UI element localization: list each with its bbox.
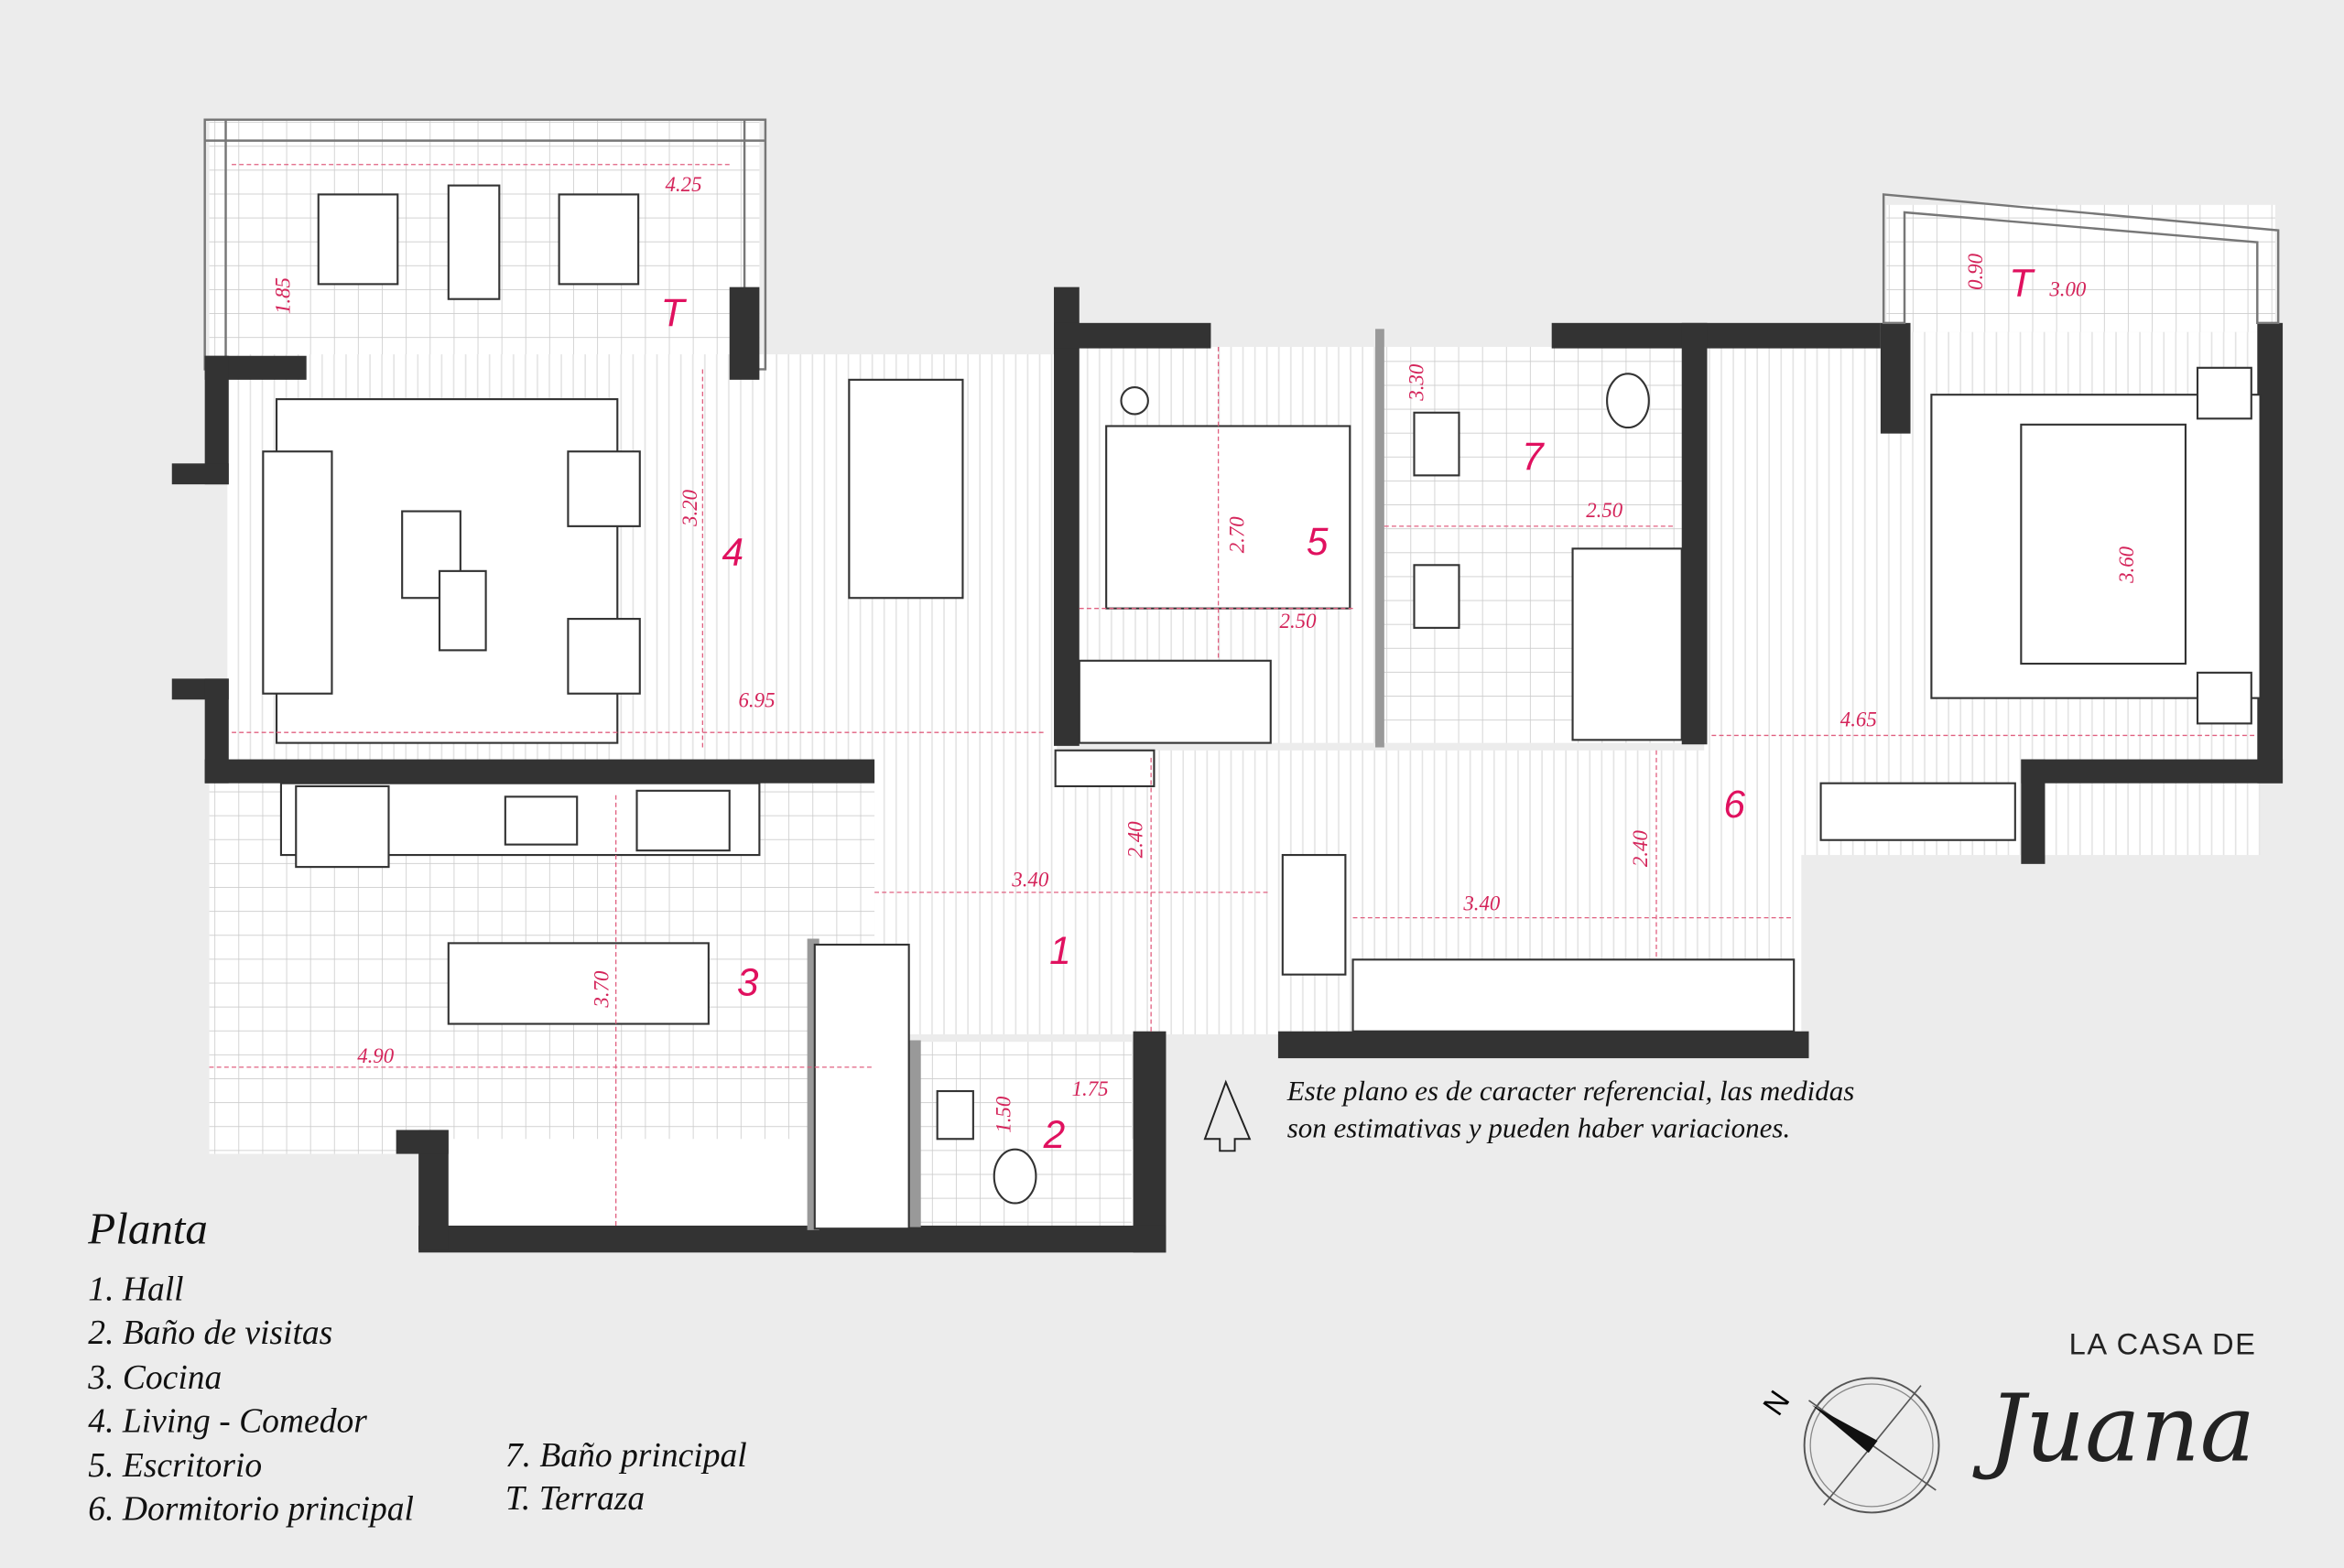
legend-item: 4. Living - Comedor (88, 1402, 367, 1440)
room-label-3: 3 (737, 961, 759, 1004)
north-arrow-icon (1203, 1079, 1252, 1152)
room-label-4: 4 (722, 530, 744, 573)
dim-label: 3.60 (2115, 546, 2138, 584)
dim-label: 3.40 (1462, 892, 1501, 914)
dim-label: 0.90 (1964, 253, 1987, 290)
disclaimer-line-2: son estimativas y pueden haber variacion… (1287, 1112, 1791, 1144)
dim-label: 2.70 (1225, 516, 1248, 554)
brand-line-1: LA CASA DE (2069, 1326, 2257, 1360)
legend-item: 2. Baño de visitas (88, 1314, 332, 1352)
dim-label: 6.95 (739, 688, 776, 711)
dim-label: 3.40 (1011, 868, 1049, 891)
dim-label: 2.40 (1123, 821, 1146, 859)
legend-title: Planta (87, 1204, 208, 1254)
dim-label: 1.50 (993, 1096, 1015, 1133)
legend-item: 7. Baño principal (505, 1437, 747, 1475)
brand-logo: LA CASA DE Juana (1972, 1326, 2257, 1482)
room-label-7: 7 (1522, 435, 1545, 478)
terrace-right (1886, 204, 2275, 332)
dim-label: 1.75 (1072, 1077, 1109, 1100)
room-label-6: 6 (1723, 783, 1745, 826)
room-label-2: 2 (1043, 1113, 1066, 1156)
dim-label: 2.50 (1280, 610, 1318, 633)
room-labels: T T 4 5 7 6 1 3 2 (661, 261, 2036, 1156)
legend-item: 3. Cocina (87, 1359, 222, 1397)
dim-label: 3.00 (2048, 277, 2087, 300)
compass-icon: N (1756, 1377, 1940, 1514)
dim-label: 2.40 (1629, 830, 1652, 868)
dim-label: 3.30 (1405, 363, 1427, 402)
legend-item: 1. Hall (88, 1271, 183, 1309)
dim-label: 1.85 (272, 277, 295, 314)
legend-item: T. Terraza (505, 1480, 645, 1518)
legend-item: 5. Escritorio (88, 1447, 262, 1485)
room-label-terraza: T (2009, 261, 2035, 304)
room-label-1: 1 (1049, 929, 1071, 972)
dim-label: 4.90 (357, 1044, 395, 1067)
dim-label: 4.25 (666, 173, 702, 196)
dim-label: 2.50 (1586, 499, 1623, 522)
legend-item: 6. Dormitorio principal (88, 1491, 414, 1529)
walls (171, 118, 2284, 1253)
dim-label: 4.65 (1840, 708, 1877, 731)
dim-label: 3.70 (590, 970, 613, 1009)
dim-label: 3.20 (678, 489, 701, 527)
room-label-terraza: T (661, 291, 688, 334)
dimension-lines (209, 164, 2258, 1229)
room-label-5: 5 (1307, 520, 1329, 563)
furniture (262, 184, 2262, 1230)
dimension-labels: 4.25 1.85 3.20 6.95 2.70 2.50 3.30 2.50 … (272, 173, 2138, 1133)
brand-script: Juana (1972, 1374, 2255, 1482)
disclaimer-line-1: Este plano es de caracter referencial, l… (1286, 1075, 1855, 1107)
legend: Planta 1. Hall 2. Baño de visitas 3. Coc… (87, 1204, 746, 1529)
compass-north-label: N (1756, 1384, 1796, 1422)
